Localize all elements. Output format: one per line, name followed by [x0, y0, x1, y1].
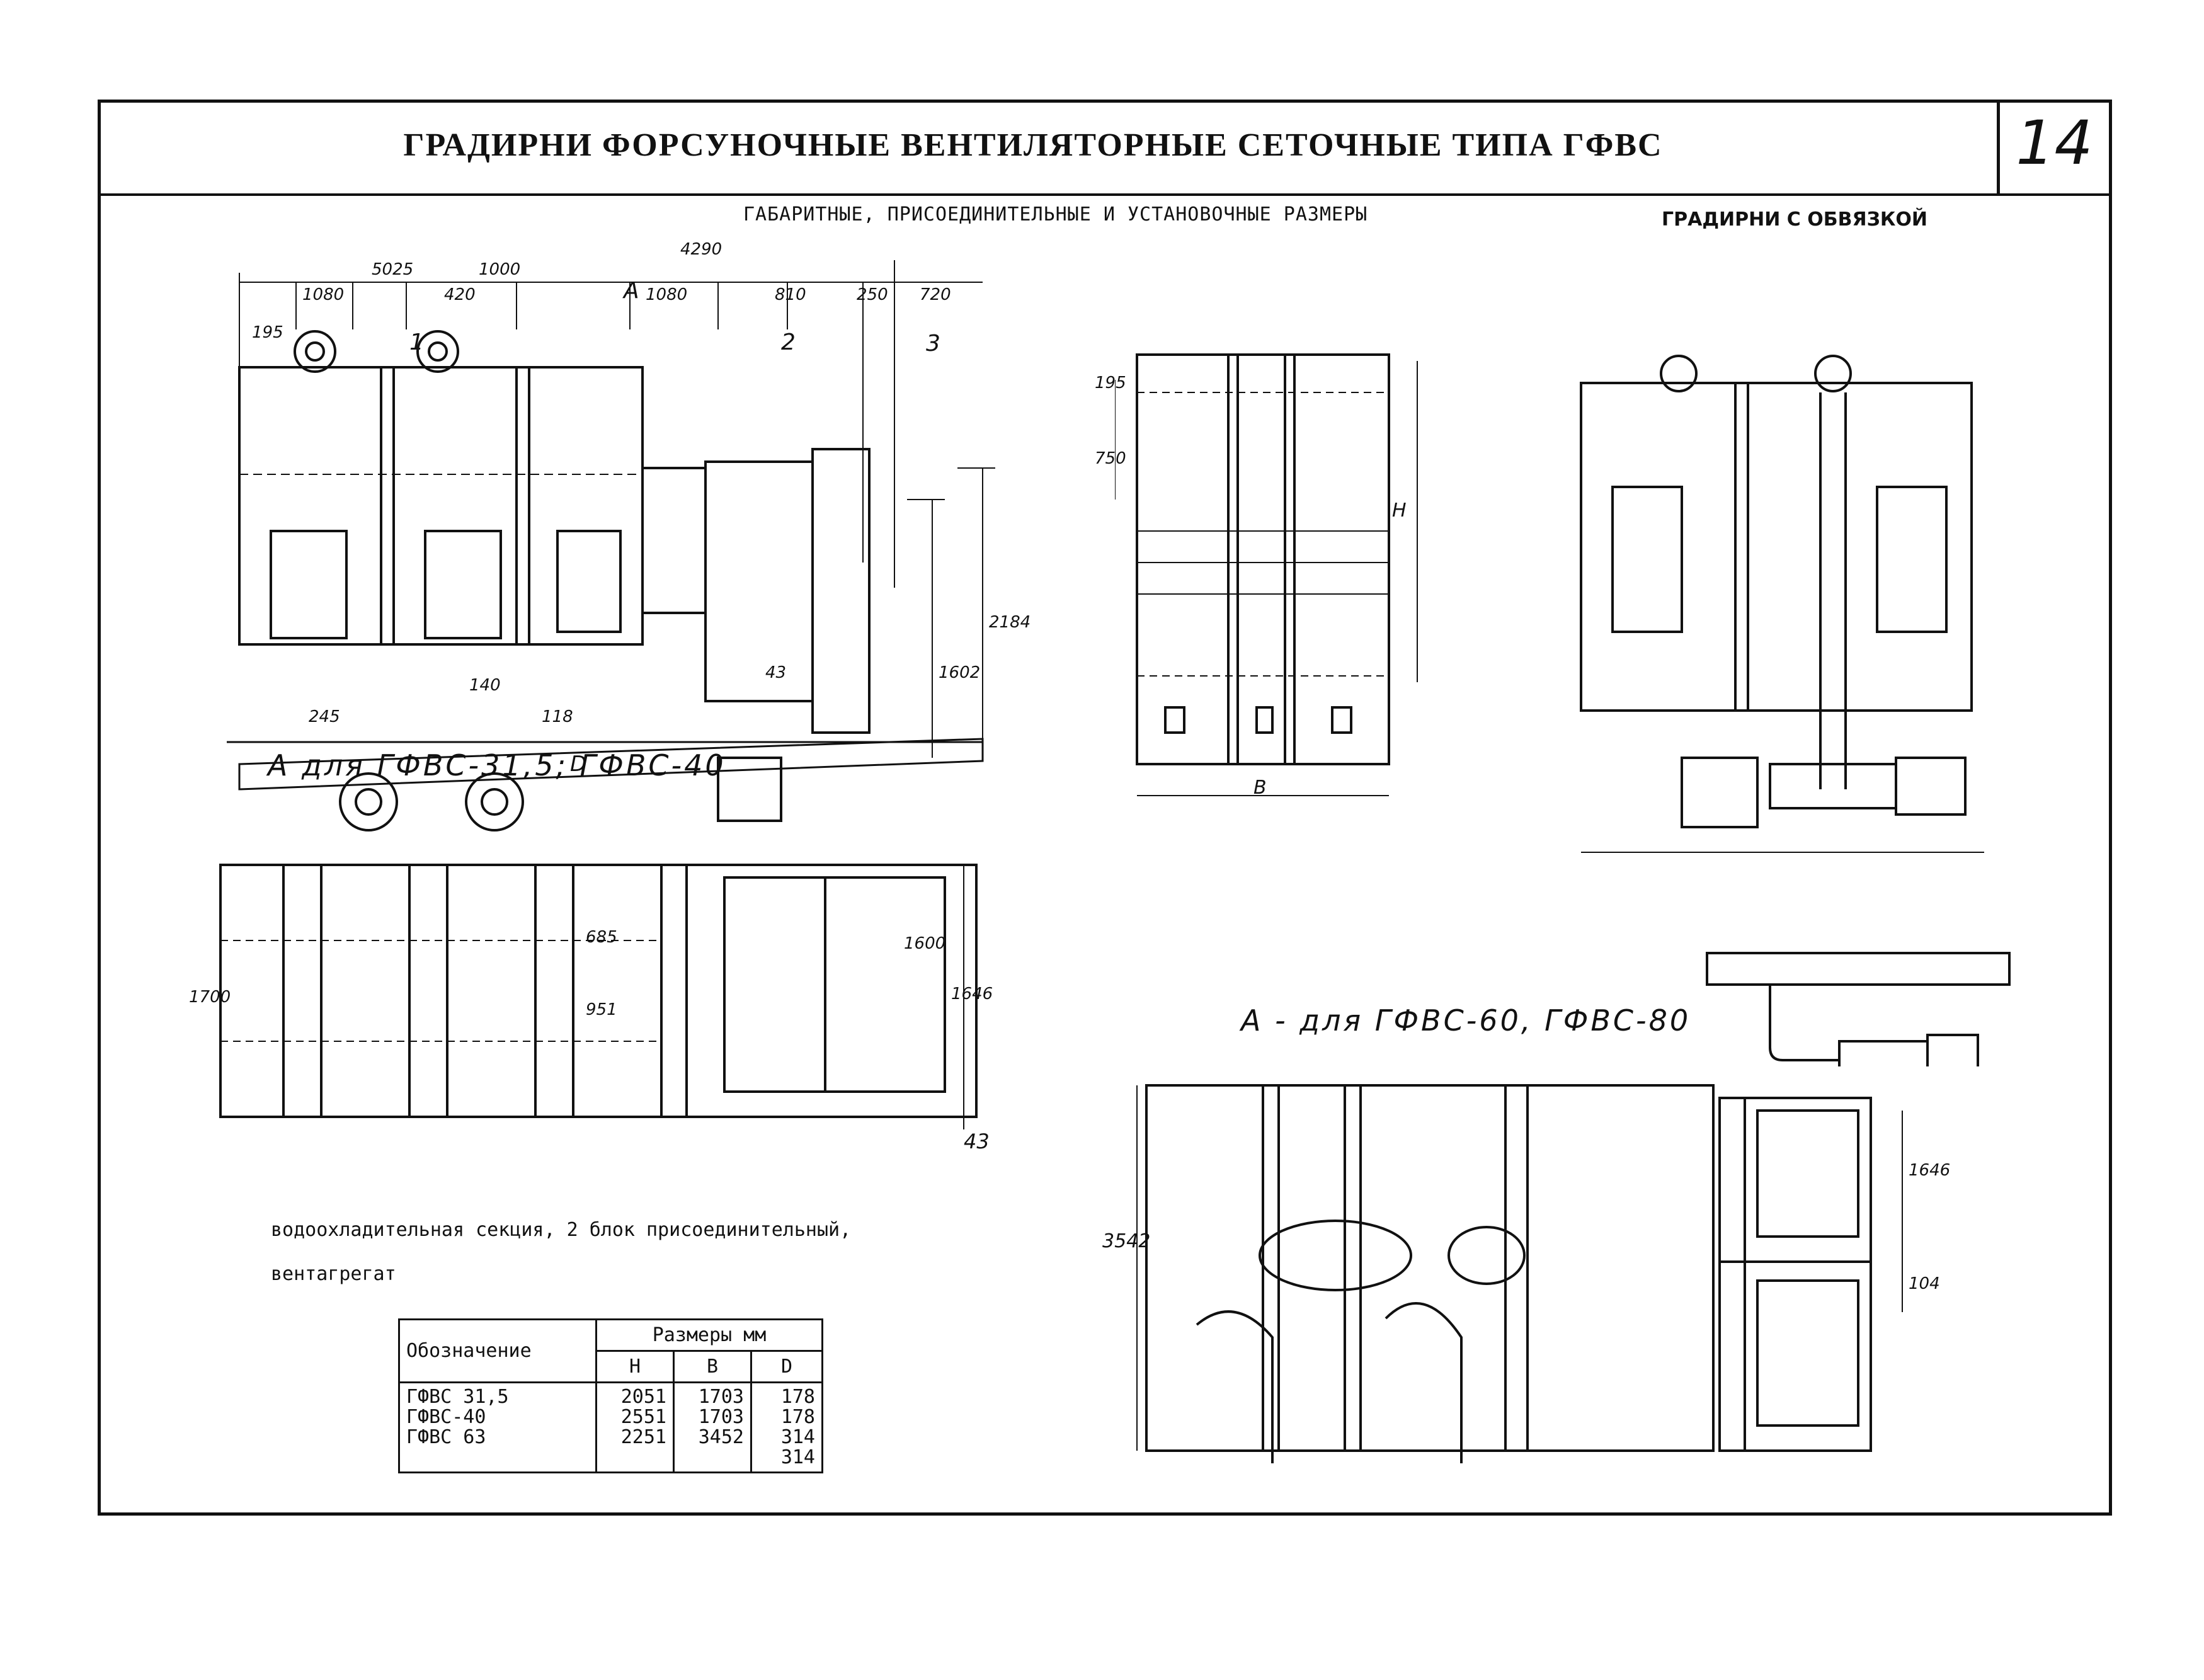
dim-1700: 1700	[189, 988, 231, 1007]
caption-view-a-large: A - для ГФВС-60, ГФВС-80	[1241, 1003, 1691, 1037]
table-col-b: B	[673, 1350, 752, 1383]
table-cell-b: 1703	[698, 1386, 744, 1408]
drawing-subtitle-right: ГРАДИРНИ С ОБВЯЗКОЙ	[1662, 209, 1928, 231]
dim-685: 685	[586, 928, 617, 947]
section-mark-a: A	[624, 278, 639, 304]
dim-1602: 1602	[939, 663, 981, 682]
table-d-values: 178 178 314 314	[750, 1381, 823, 1473]
table-cell-b: 1703	[698, 1406, 744, 1428]
dim-720: 720	[920, 285, 951, 304]
dim-140: 140	[469, 676, 501, 695]
table-row-designation: ГФВС-40	[406, 1406, 486, 1428]
dim-43-elevation: 43	[765, 663, 787, 682]
dim-d-flange: D	[570, 751, 587, 777]
position-3: 3	[926, 331, 940, 357]
dim-750: 750	[1095, 449, 1126, 468]
dim-245: 245	[309, 707, 340, 726]
caption-view-a-small: A для ГФВС-31,5; ГФВС-40	[268, 748, 726, 782]
plan-view-large-drawing: 3542 1646 104	[1102, 1073, 1984, 1482]
plan-view-small-drawing: 685 951 1600 1646 43 1700	[189, 852, 995, 1153]
dim-1600: 1600	[904, 934, 946, 953]
table-col-h: H	[595, 1350, 675, 1383]
dim-420: 420	[444, 285, 476, 304]
dim-250: 250	[857, 285, 888, 304]
dim-3542: 3542	[1102, 1230, 1151, 1252]
dim-43-plan: 43	[964, 1129, 990, 1153]
table-designations: ГФВС 31,5 ГФВС-40 ГФВС 63	[398, 1381, 597, 1473]
dim-810: 810	[775, 285, 806, 304]
dim-5025: 5025	[372, 260, 414, 279]
page-number: 14	[2016, 108, 2093, 178]
dim-195-end: 195	[1095, 374, 1126, 392]
table-header-designation: Обозначение	[398, 1318, 597, 1383]
dim-1646-large: 1646	[1909, 1161, 1951, 1180]
table-cell-d: 314	[780, 1426, 815, 1448]
position-1: 1	[409, 329, 424, 355]
title-row: ГРАДИРНИ ФОРСУНОЧНЫЕ ВЕНТИЛЯТОРНЫЕ СЕТОЧ…	[101, 103, 2109, 196]
position-2: 2	[781, 329, 796, 355]
dim-1080-left: 1080	[302, 285, 345, 304]
dim-1646-small: 1646	[951, 985, 993, 1003]
dim-195-left: 195	[252, 323, 283, 342]
dim-951: 951	[586, 1000, 617, 1019]
page-number-box: 14	[1997, 103, 2109, 196]
table-row-designation: ГФВС 31,5	[406, 1386, 509, 1408]
dim-4290: 4290	[680, 240, 722, 259]
table-cell-d: 314	[780, 1446, 815, 1468]
table-cell-d: 178	[780, 1406, 815, 1428]
page-frame: ГРАДИРНИ ФОРСУНОЧНЫЕ ВЕНТИЛЯТОРНЫЕ СЕТОЧ…	[98, 100, 2112, 1516]
drawing-subtitle: ГАБАРИТНЫЕ, ПРИСОЕДИНИТЕЛЬНЫЕ И УСТАНОВО…	[743, 203, 1368, 226]
legend-line-1: водоохладительная секция, 2 блок присоед…	[271, 1219, 852, 1241]
piping-elevation-drawing	[1568, 348, 2022, 1066]
dimensions-table: Обозначение Размеры мм H B D ГФВС 31,5 Г…	[398, 1318, 823, 1473]
page-title: ГРАДИРНИ ФОРСУНОЧНЫЕ ВЕНТИЛЯТОРНЫЕ СЕТОЧ…	[403, 127, 1663, 163]
table-header-dimensions: Размеры мм	[595, 1318, 823, 1352]
legend: водоохладительная секция, 2 блок присоед…	[271, 1208, 1090, 1296]
dim-118: 118	[542, 707, 573, 726]
end-elevation-drawing: 195 750 H B	[1095, 342, 1442, 846]
table-b-values: 1703 1703 3452	[673, 1381, 752, 1473]
table-h-values: 2051 2551 2251	[595, 1381, 675, 1473]
dim-104: 104	[1909, 1274, 1940, 1293]
dim-b: B	[1253, 777, 1267, 799]
table-row-designation: ГФВС 63	[406, 1426, 486, 1448]
dim-1000: 1000	[479, 260, 521, 279]
table-cell-h: 2551	[620, 1406, 666, 1428]
table-col-d: D	[750, 1350, 823, 1383]
table-cell-h: 2251	[620, 1426, 666, 1448]
dim-2184: 2184	[989, 613, 1031, 632]
table-cell-b: 3452	[698, 1426, 744, 1448]
dim-h: H	[1392, 500, 1407, 522]
legend-line-2: вентагрегат	[271, 1263, 396, 1285]
dim-1080-right: 1080	[646, 285, 688, 304]
side-elevation-drawing: 5025 1000 4290 1080 420 A 1080 810 250 7…	[227, 240, 1046, 903]
table-cell-d: 178	[780, 1386, 815, 1408]
table-cell-h: 2051	[620, 1386, 666, 1408]
